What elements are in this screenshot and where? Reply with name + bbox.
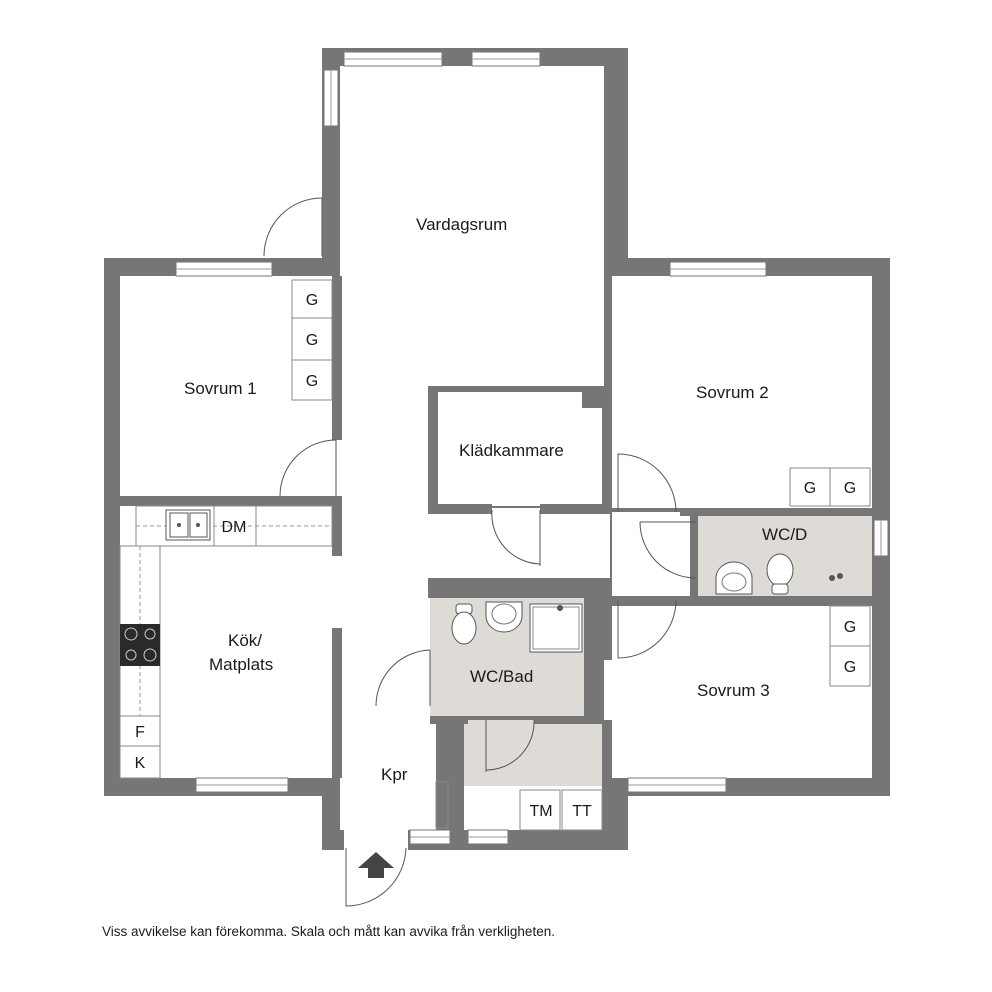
- disclaimer-text: Viss avvikelse kan förekomma. Skala och …: [102, 924, 555, 939]
- dryer-label: TT: [572, 803, 592, 820]
- toilet-wcd-icon: [766, 553, 794, 595]
- dishwasher-label: DM: [222, 519, 247, 536]
- wardrobe-label: G: [306, 373, 318, 390]
- sink-icon: [165, 509, 211, 541]
- label-sovrum1: Sovrum 1: [184, 379, 257, 398]
- wardrobe-label: G: [844, 480, 856, 497]
- label-wcd: WC/D: [762, 525, 807, 544]
- wardrobe-label: G: [844, 619, 856, 636]
- wardrobe-label: G: [306, 332, 318, 349]
- shower-icon: [529, 603, 583, 653]
- toilet-icon: [451, 603, 477, 645]
- label-sovrum2: Sovrum 2: [696, 383, 769, 402]
- wardrobes: [291, 279, 871, 831]
- windows: [175, 51, 889, 845]
- freezer-label: K: [135, 755, 146, 772]
- doors: [263, 197, 697, 907]
- washbasin-icon: [485, 601, 523, 633]
- stove-icon: [120, 624, 160, 666]
- room-labels: Vardagsrum Sovrum 1 Sovrum 2 Sovrum 3 Kl…: [184, 215, 807, 784]
- washbasin-wcd-icon: [715, 561, 753, 595]
- fixture-labels: G G G G G G G DM F K TM TT: [135, 292, 857, 820]
- label-wcbad: WC/Bad: [470, 667, 533, 686]
- label-kpr: Kpr: [381, 765, 408, 784]
- fridge-label: F: [135, 724, 145, 741]
- label-kok: Kök/: [228, 631, 262, 650]
- label-vardagsrum: Vardagsrum: [416, 215, 507, 234]
- wardrobe-label: G: [844, 659, 856, 676]
- washer-label: TM: [529, 803, 552, 820]
- label-matplats: Matplats: [209, 655, 273, 674]
- wardrobe-label: G: [804, 480, 816, 497]
- entrance-arrow-icon: [358, 852, 394, 878]
- label-kladkammare: Klädkammare: [459, 441, 564, 460]
- label-sovrum3: Sovrum 3: [697, 681, 770, 700]
- wardrobe-label: G: [306, 292, 318, 309]
- tap-icon: [829, 573, 843, 581]
